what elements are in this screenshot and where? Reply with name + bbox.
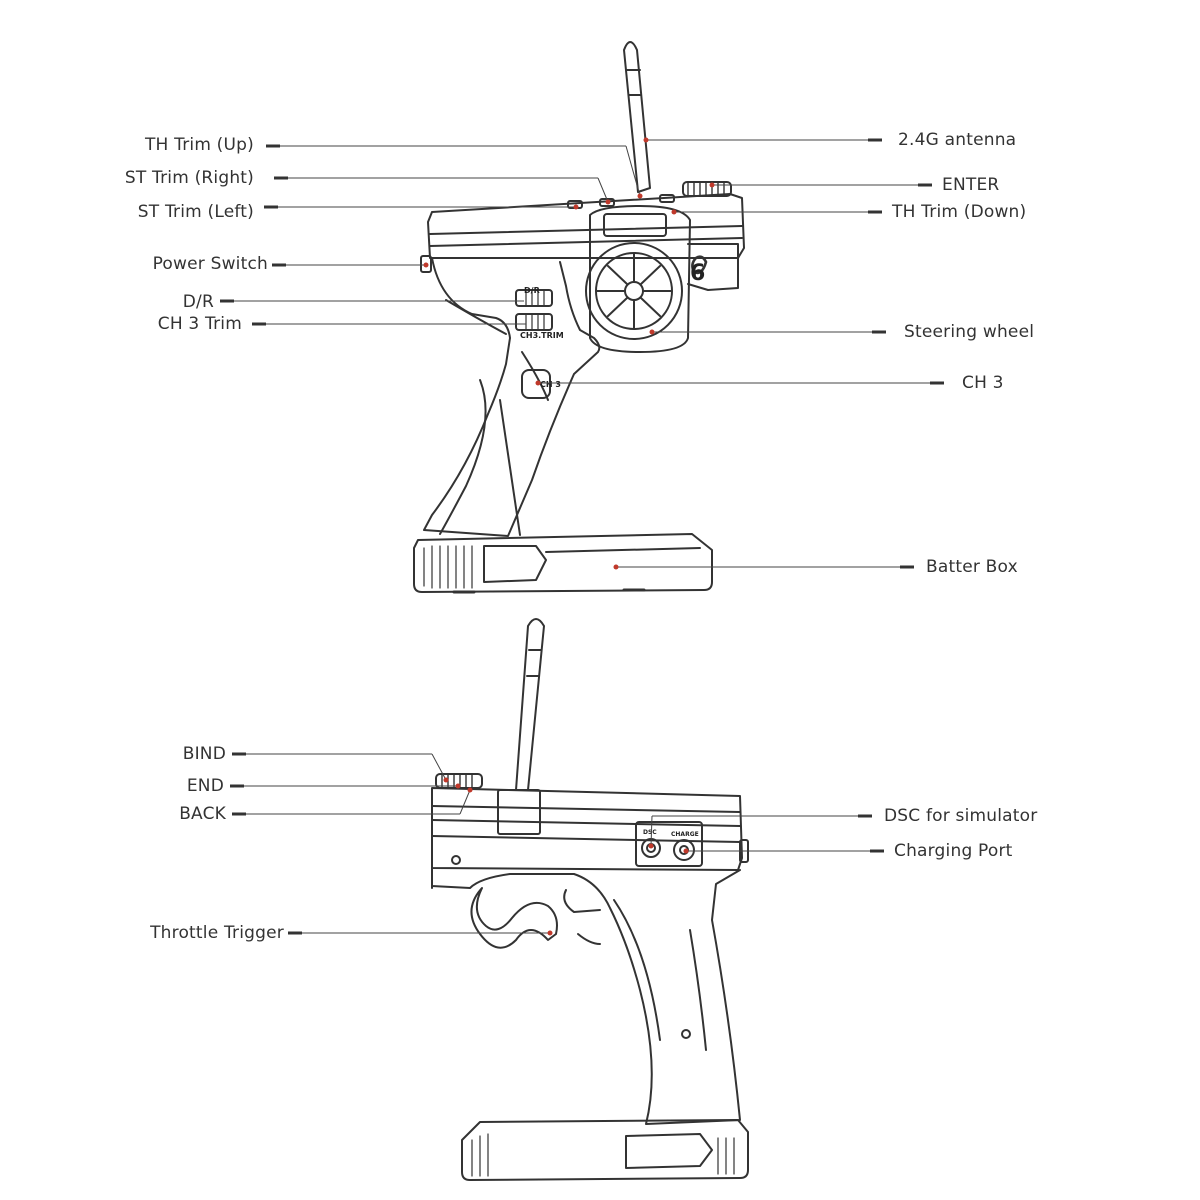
charge-port — [673, 839, 695, 861]
front-steering-wheel — [585, 242, 683, 340]
back-antenna — [515, 618, 545, 791]
label-power-switch: Power Switch — [152, 254, 268, 274]
label-battery-box: Batter Box — [926, 557, 1018, 577]
label-dsc: DSC for simulator — [884, 806, 1038, 826]
label-th-trim-down: TH Trim (Down) — [892, 202, 1027, 222]
enter-knob — [682, 181, 732, 197]
front-antenna — [623, 41, 651, 193]
body-mark-dsc: DSC — [643, 829, 657, 836]
label-dashes — [220, 138, 944, 935]
back-transmitter — [431, 618, 749, 1181]
label-ch3-trim: CH 3 Trim — [157, 314, 242, 334]
label-dr: D/R — [182, 292, 214, 312]
back-head — [431, 787, 743, 871]
throttle-trigger-shape — [470, 887, 558, 949]
battery-box-base — [413, 533, 713, 594]
body-mark-dr: D/R — [524, 286, 540, 295]
body-mark-model: 6 — [690, 261, 705, 286]
label-charging-port: Charging Port — [894, 841, 1013, 861]
leader-lines — [220, 139, 938, 934]
label-end: END — [186, 776, 224, 796]
body-mark-charge: CHARGE — [671, 831, 699, 838]
body-mark-ch3-trim: CH3.TRIM — [520, 331, 564, 340]
label-steering-wheel: Steering wheel — [904, 322, 1035, 342]
back-battery-base — [461, 1119, 749, 1181]
label-throttle-trigger: Throttle Trigger — [150, 923, 284, 943]
front-top-head — [427, 193, 745, 259]
label-st-trim-left: ST Trim (Left) — [137, 202, 254, 222]
label-th-trim-up: TH Trim (Up) — [144, 135, 254, 155]
body-mark-ch3: CH 3 — [540, 380, 561, 389]
label-enter: ENTER — [942, 175, 1000, 195]
label-antenna: 2.4G antenna — [898, 130, 1017, 150]
display-housing — [589, 205, 691, 353]
front-transmitter — [413, 41, 745, 594]
front-body-grip — [423, 257, 601, 537]
port-panel — [635, 821, 703, 867]
label-ch3: CH 3 — [962, 373, 1004, 393]
point-markers — [423, 137, 715, 936]
label-st-trim-right: ST Trim (Right) — [124, 168, 254, 188]
label-back: BACK — [179, 804, 226, 824]
back-body-grip — [431, 867, 741, 1125]
label-bind: BIND — [182, 744, 226, 764]
